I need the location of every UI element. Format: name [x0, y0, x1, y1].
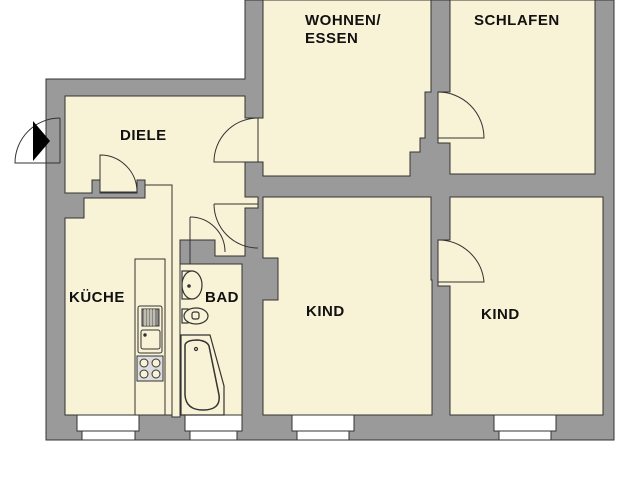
- room-label-diele: DIELE: [120, 127, 167, 144]
- room-label-wohnen-line1: WOHNEN/: [305, 12, 381, 29]
- entrance-arrow-icon: [33, 121, 50, 161]
- room-floor-kind1: [262, 196, 433, 416]
- doors: [14, 91, 485, 283]
- floors: [64, 0, 604, 418]
- door-kind1: [213, 203, 259, 249]
- kitchen-counter: [134, 258, 166, 416]
- bathroom-fixtures: [180, 270, 225, 416]
- room-label-wohnen-line2: ESSEN: [305, 30, 359, 47]
- door-kueche: [99, 154, 138, 193]
- door-bad: [189, 216, 226, 253]
- stove-icon: [136, 355, 164, 382]
- room-label-bad: BAD: [205, 289, 239, 306]
- door-wohnen: [213, 117, 259, 163]
- room-label-kind2: KIND: [481, 306, 520, 323]
- window-kueche-inner: [81, 430, 136, 441]
- door-schlafen: [437, 91, 485, 139]
- window-kueche-outer: [76, 414, 140, 432]
- window-kind2-inner: [498, 430, 552, 441]
- window-kind1-inner: [296, 430, 350, 441]
- room-label-kueche: KÜCHE: [69, 289, 125, 306]
- entrance-door: [14, 117, 61, 164]
- window-kind1-outer: [291, 414, 355, 432]
- room-floor-schlafen: [437, 0, 596, 175]
- window-bad-outer: [184, 414, 243, 432]
- room-label-kind1: KIND: [306, 303, 345, 320]
- kitchen-sink-icon: [137, 305, 163, 354]
- room-label-wohnen: WOHNEN/ ESSEN: [305, 12, 381, 48]
- window-kind2-outer: [493, 414, 557, 432]
- room-floor-kind2: [437, 196, 604, 416]
- bathtub-icon: [180, 334, 225, 416]
- window-bad-inner: [189, 430, 238, 441]
- room-label-schlafen: SCHLAFEN: [474, 12, 560, 29]
- toilet-icon: [181, 307, 209, 325]
- washbasin-icon: [181, 270, 203, 300]
- door-kind2: [437, 239, 485, 283]
